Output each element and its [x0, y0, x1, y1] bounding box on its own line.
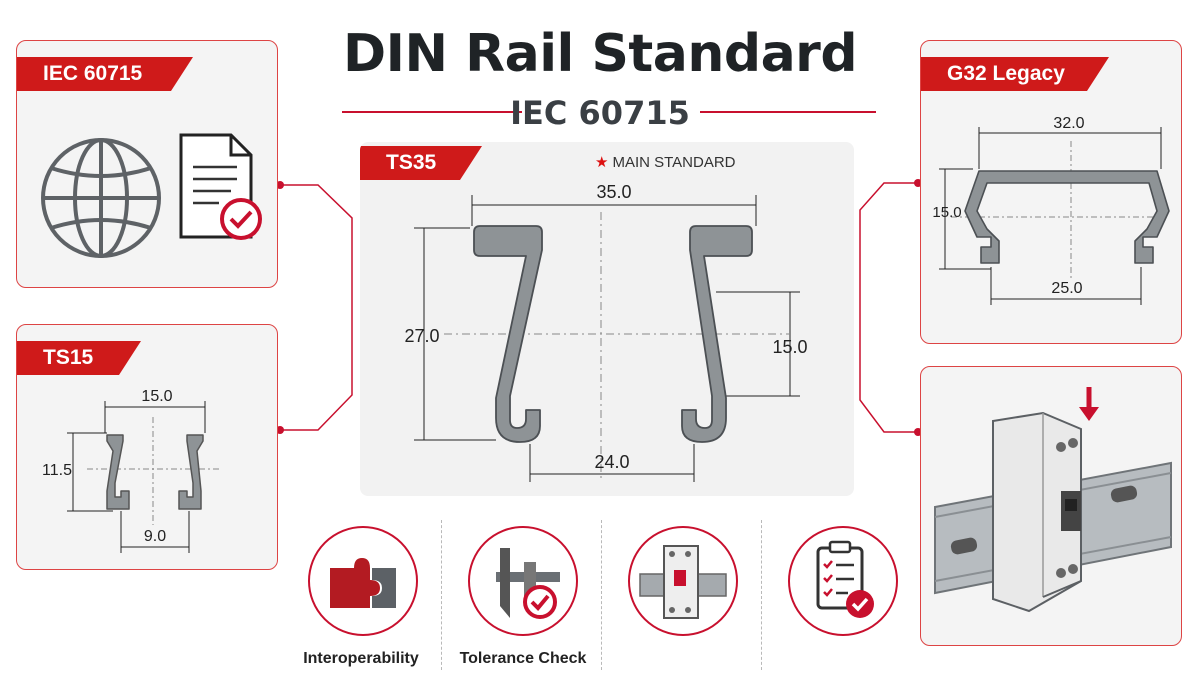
iec-panel: IEC 60715: [16, 40, 278, 288]
main-standard-badge: ★MAIN STANDARD: [595, 154, 736, 171]
ts35-tag: TS35: [360, 146, 482, 180]
caliper-check-icon: [496, 548, 560, 619]
document-check-icon: [179, 133, 262, 240]
ts15-profile-drawing: 15.0 11.5 9.0: [42, 388, 222, 553]
breaker-rail-icon: [639, 545, 727, 619]
g32-panel: G32 Legacy 32.0 15.0 25.0: [920, 40, 1182, 344]
feature-divider: [761, 520, 762, 670]
g32-inner-label: 25.0: [1051, 280, 1082, 297]
g32-tag: G32 Legacy: [921, 57, 1109, 91]
subtitle-rule-right: [700, 111, 876, 113]
g32-width-label: 32.0: [1053, 115, 1084, 132]
feature-circle-checklist: [788, 526, 898, 636]
globe-icon: [41, 138, 161, 258]
star-icon: ★: [595, 154, 609, 171]
puzzle-icon: [330, 558, 396, 608]
g32-profile-drawing: 32.0 15.0 25.0: [932, 115, 1170, 305]
ts35-panel: TS35: [360, 142, 854, 496]
feature-circle-interoperability: [308, 526, 418, 636]
breaker-panel: [920, 366, 1182, 646]
ts15-height-label: 11.5: [42, 462, 72, 479]
feature-label-interoperability: Interoperability: [303, 650, 419, 667]
breaker-on-rail-icon: [934, 387, 1172, 613]
feature-label-tolerance: Tolerance Check: [459, 650, 587, 667]
feature-divider: [441, 520, 442, 670]
ts15-panel: TS15 15.0 11.5 9.0: [16, 324, 278, 570]
feature-divider: [601, 520, 602, 670]
feature-circle-tolerance: [468, 526, 578, 636]
page-title: DIN Rail Standard: [342, 24, 858, 84]
ts15-tag: TS15: [17, 341, 141, 375]
g32-height-label: 15.0: [932, 204, 961, 221]
iec-tag: IEC 60715: [17, 57, 193, 91]
page-subtitle: IEC 60715: [510, 94, 690, 132]
checklist-icon: [816, 540, 874, 618]
feature-circle-breaker: [628, 526, 738, 636]
subtitle-rule-left: [342, 111, 522, 113]
ts15-width-label: 15.0: [141, 388, 172, 405]
ts15-opening-label: 9.0: [144, 528, 166, 545]
